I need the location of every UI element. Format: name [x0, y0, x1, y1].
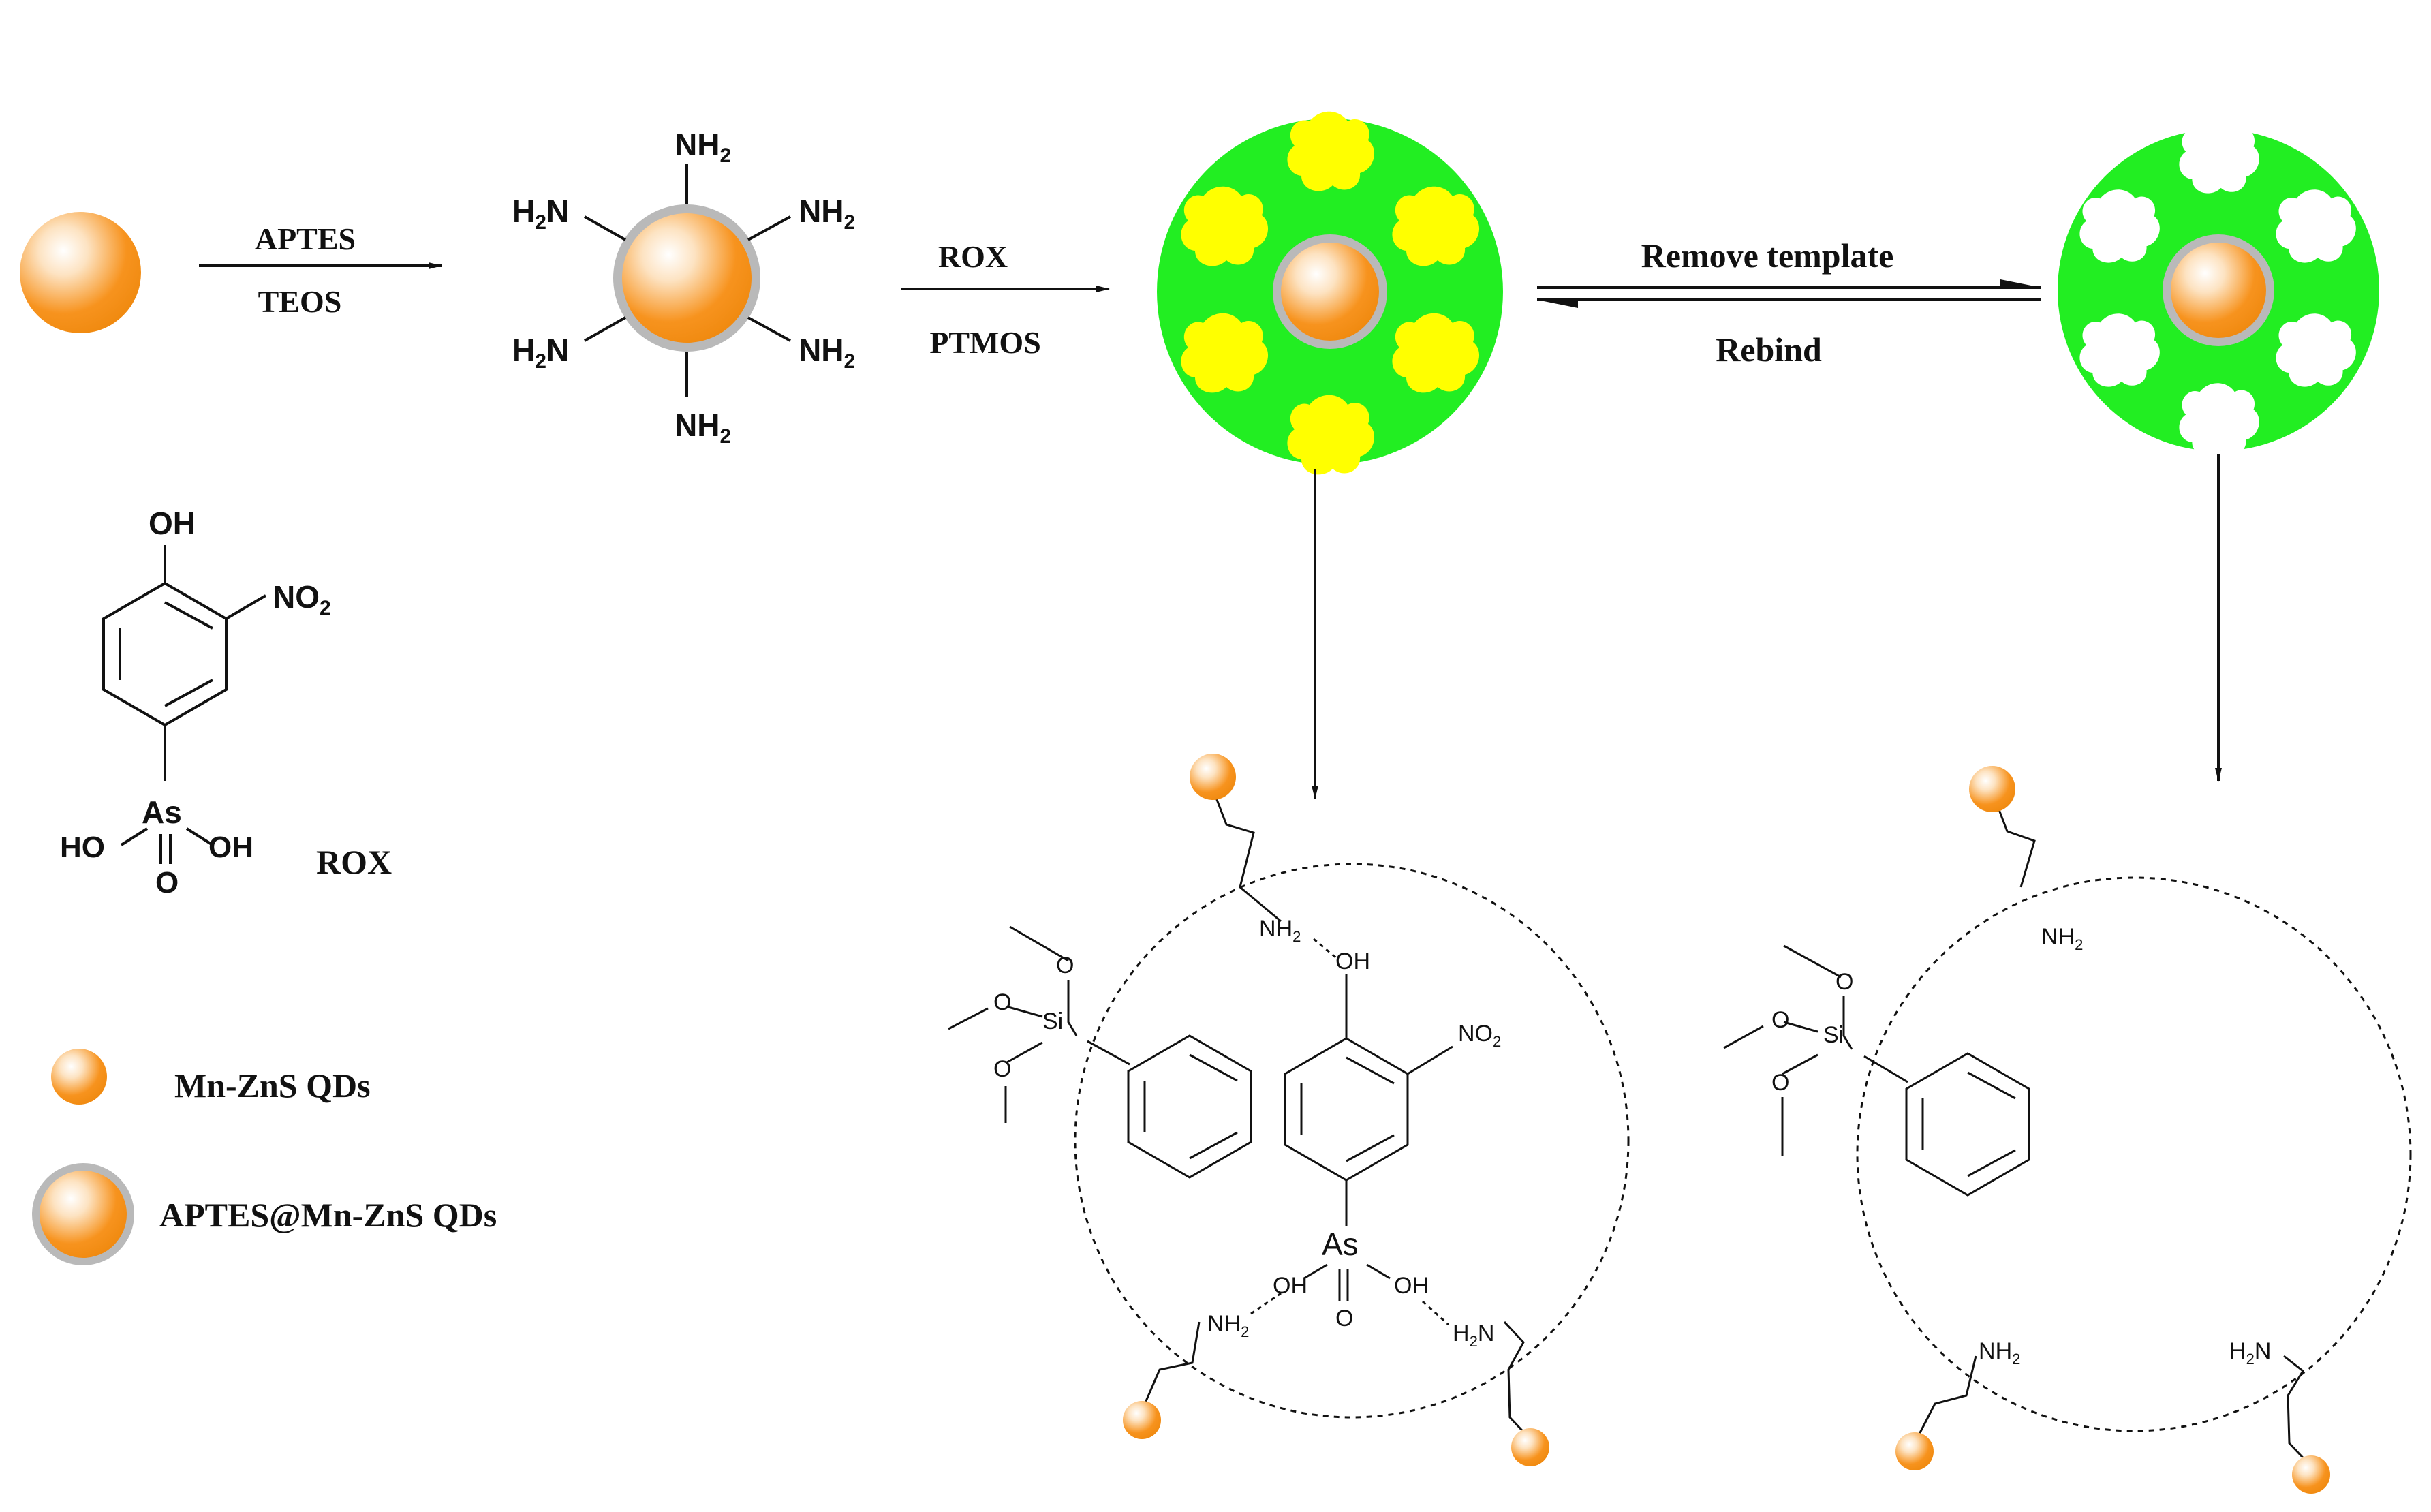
binding-site-with-template-labels: NH2 OH NO2 As OH OH O NH2 H2N Si O O O: [993, 916, 1501, 1350]
reagent-aptes: APTES: [255, 221, 356, 256]
mip-with-template: [1157, 111, 1503, 475]
rox-ho-label: HO: [60, 831, 105, 864]
label-rebind: Rebind: [1716, 330, 1822, 369]
amine-label-upper-right: NH2: [799, 194, 855, 234]
svg-text:O: O: [1771, 1070, 1789, 1096]
rox-oh2-label: OH: [208, 831, 253, 864]
bare-qd: [20, 212, 141, 333]
svg-text:O: O: [1771, 1007, 1789, 1033]
svg-text:NH2: NH2: [1207, 1311, 1249, 1340]
svg-text:Si: Si: [1823, 1022, 1844, 1048]
svg-text:NO2: NO2: [1458, 1021, 1501, 1050]
legend-qd-swatch: [51, 1049, 107, 1105]
rox-oh-label: OH: [149, 506, 196, 541]
monomer-ptmos: PTMOS: [929, 325, 1041, 360]
svg-text:NH2: NH2: [1979, 1338, 2020, 1368]
amine-label-upper-left: H2N: [512, 194, 569, 234]
aptes-qd-with-amines: [584, 164, 791, 397]
rox-name: ROX: [316, 843, 392, 881]
svg-text:H2N: H2N: [2229, 1338, 2271, 1368]
svg-text:O: O: [1836, 969, 1853, 995]
legend-aptes-qd-label: APTES@Mn-ZnS QDs: [159, 1196, 497, 1234]
label-remove-template: Remove template: [1641, 236, 1894, 275]
equilibrium-arrows: [1537, 279, 2041, 308]
rox-as-label: As: [142, 794, 182, 830]
svg-text:H2N: H2N: [1453, 1321, 1494, 1350]
rox-no2-label: NO2: [273, 579, 331, 619]
amine-label-top: NH2: [675, 127, 731, 167]
binding-site-empty-labels: NH2 NH2 H2N Si O O O: [1771, 924, 2271, 1368]
svg-text:O: O: [993, 1056, 1011, 1082]
svg-text:NH2: NH2: [1259, 916, 1301, 945]
svg-text:OH: OH: [1273, 1273, 1307, 1299]
legend-qd-label: Mn-ZnS QDs: [174, 1066, 371, 1105]
svg-text:O: O: [993, 989, 1011, 1015]
svg-text:NH2: NH2: [2041, 924, 2083, 953]
svg-text:As: As: [1322, 1226, 1359, 1262]
legend-aptes-qd-swatch: [32, 1163, 134, 1265]
binding-site-empty: [1723, 766, 2412, 1494]
amine-label-bottom: NH2: [675, 407, 731, 448]
svg-text:Si: Si: [1042, 1008, 1063, 1034]
binding-site-with-template: [948, 754, 1630, 1466]
svg-text:O: O: [1056, 953, 1074, 978]
svg-text:OH: OH: [1335, 948, 1370, 974]
svg-text:OH: OH: [1394, 1273, 1429, 1299]
rox-structure: [102, 545, 267, 864]
amine-label-lower-right: NH2: [799, 333, 855, 373]
mip-with-cavities: [2058, 120, 2379, 457]
svg-text:O: O: [1335, 1306, 1353, 1331]
rox-o-label: O: [155, 866, 179, 899]
template-rox: ROX: [938, 239, 1008, 274]
reagent-teos: TEOS: [258, 284, 342, 319]
amine-label-lower-left: H2N: [512, 333, 569, 373]
